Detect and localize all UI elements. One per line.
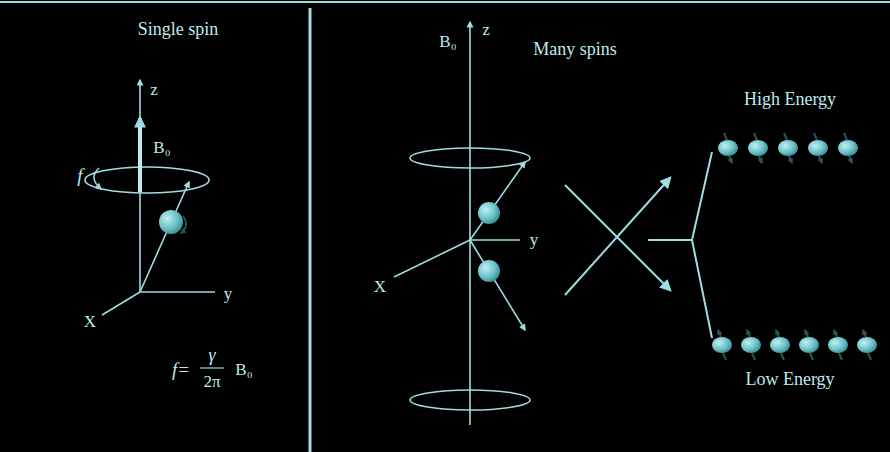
energy-label: Low Energy: [745, 370, 834, 390]
field-label: B₀: [153, 139, 170, 158]
axis-label: z: [150, 81, 158, 100]
axis-label: y: [530, 231, 539, 250]
formula-part: f=: [172, 360, 190, 381]
panel-heading: Many spins: [533, 40, 617, 60]
frequency-label: f: [77, 166, 82, 187]
axis-label: y: [224, 285, 233, 304]
axis-label: X: [374, 278, 386, 297]
field-label: B₀: [439, 33, 456, 52]
formula-part: 2π: [203, 373, 220, 392]
energy-label: High Energy: [744, 90, 836, 110]
panel-heading: Single spin: [138, 20, 219, 40]
axis-label: X: [84, 313, 96, 332]
formula-part: B₀: [235, 361, 252, 380]
axis-label: z: [482, 21, 490, 40]
formula-part: γ: [208, 346, 215, 366]
